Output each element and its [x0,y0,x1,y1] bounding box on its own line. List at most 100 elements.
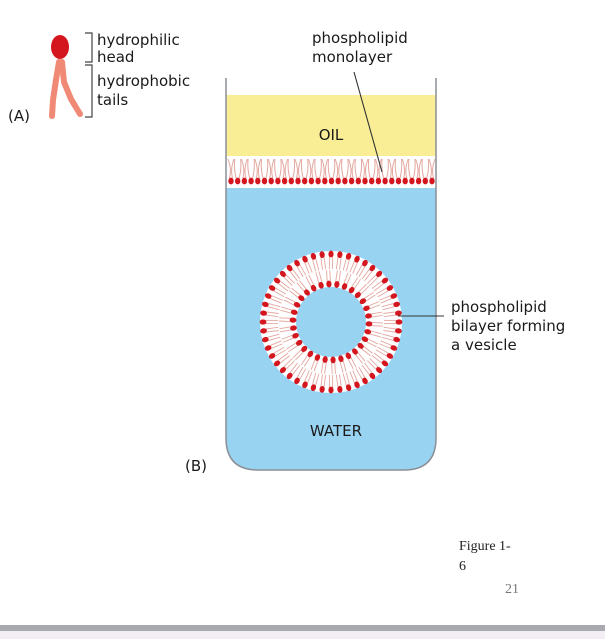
monolayer-lipid-head [228,177,234,185]
vesicle [259,250,403,394]
vesicle-inner-lipid-head [363,305,370,312]
monolayer-lipid-head [382,177,388,185]
vesicle-inner-lipid-head [364,329,372,335]
vesicle-outer-lipid-head [362,377,368,385]
vesicle-outer-lipid-head [294,259,300,267]
monolayer-lipid-head [241,177,248,185]
monolayer-lipid-tail [372,158,376,179]
vesicle-outer-lipid-head [302,381,308,389]
monolayer-lipid-tail [287,158,291,179]
monolayer-lipid-tail [428,158,432,179]
vesicle-inner-lipid-head [301,345,308,352]
vesicle-outer-lipid-head [395,319,403,325]
vesicle-outer-lipid-head [273,360,281,367]
vesicle-outer-lipid-head [286,264,293,272]
monolayer-lipid-tail [231,158,235,179]
monolayer-lipid-tail [271,158,275,179]
monolayer-lipid-tail [321,158,325,179]
vesicle-outer-lipid-head [286,372,293,380]
monolayer-lipid-tail [227,158,231,179]
vesicle-outer-lipid-head [264,293,272,299]
vesicle-outer-lipid-head [381,360,389,367]
vesicle-inner-lipid-head [354,292,361,299]
vesicle-outer-lipid-head [328,250,334,258]
water-label: WATER [310,422,362,440]
vesicle-lipids [259,250,403,394]
monolayer-lipid-tail [359,158,363,179]
hydrophobic-label: hydrophobic [97,72,190,90]
monolayer-lipid-tail [311,158,315,179]
monolayer-label-1: phospholipid [312,29,408,47]
monolayer-lipid-head [328,177,335,185]
monolayer-lipid-tail [378,158,382,179]
vesicle-inner-lipid-head [359,298,367,305]
phospholipid-head [51,35,69,59]
vesicle-inner-lipid-head [357,342,364,349]
vesicle-inner-lipid-head [318,281,324,289]
monolayer-lipid-tail [238,158,242,179]
vesicle-inner-lipid-head [365,321,373,327]
monolayer-lipid-head [275,177,281,185]
vesicle-inner-lipid-head [307,350,314,358]
monolayer-lipid-tail [338,158,342,179]
monolayer-lipid-head [302,177,308,185]
oil-label: OIL [319,126,344,144]
vesicle-inner-lipid-head [289,317,297,323]
monolayer-lipid-head [268,177,274,185]
monolayer-lipid-head [348,177,355,185]
vesicle-outer-lipid-head [302,255,308,263]
phospholipid-molecule [49,35,83,119]
monolayer-lipid-tail [292,158,296,179]
monolayer-lipid-tail [281,158,285,179]
vesicle-outer-lipid-head [259,319,267,325]
vesicle-outer-lipid-head [395,310,402,316]
vesicle-outer-lipid-head [319,251,325,258]
monolayer-lipid-tail [401,158,406,179]
monolayer-lipid-tail [351,158,356,179]
vesicle-outer-lipid-head [264,345,272,351]
vesicle-outer-lipid-head [376,270,383,277]
monolayer-lipid-tail [284,158,289,179]
monolayer-lipid-head [409,177,415,185]
monolayer-lipid-tail [254,158,258,179]
vesicle-outer-lipid-head [345,252,352,260]
panel-b-label: (B) [185,457,207,475]
monolayer-lipid-head [342,177,348,185]
monolayer-lipid-tail [260,158,264,179]
monolayer-lipid-tail [233,158,237,179]
vesicle-outer-lipid-head [362,259,368,267]
vesicle-inner-lipid-head [352,348,358,355]
vesicle-inner-lipid-head [290,325,297,331]
monolayer-lipid-head [335,177,341,185]
vesicle-outer-lipid-head [337,386,343,393]
vesicle-inner-lipid-head [304,289,310,296]
vesicle-outer-lipid-head [390,293,398,299]
container-outline [225,78,437,471]
monolayer-lipid-tail [298,158,302,179]
vesicle-inner-lipid-head [295,339,303,346]
vesicle-inner-lipid-head [293,302,301,308]
monolayer-lipid-tail [412,158,416,179]
monolayer-lipid-head [395,177,402,185]
monolayer-lipid-tail [274,158,277,179]
monolayer-lipid-tail [408,158,411,179]
monolayer-lipid-tail [244,158,248,179]
tails-label: tails [97,91,128,109]
monolayer-lipid-head [389,177,395,185]
monolayer-lipid-head [355,177,361,185]
vesicle-inner-lipid-head [290,309,298,315]
monolayer-lipid-tail [278,158,282,179]
monolayer-lipid-tail [324,158,329,179]
monolayer-lipid-head [248,177,254,185]
vesicle-outer-lipid-head [260,328,267,334]
monolayer-lipid-head [288,177,294,185]
monolayer-lipid-head [402,177,408,185]
vesicle-inner-lipid-head [365,313,372,319]
monolayer-lipid-head [415,177,422,185]
vesicle-inner-lipid-head [314,354,321,361]
monolayer-lipid-head [261,177,268,185]
monolayer-lipid-tail [381,158,385,179]
panel-a-label: (A) [8,107,30,125]
monolayer-lipid-tail [365,158,369,179]
vesicle-inner-lipid-head [338,355,344,363]
